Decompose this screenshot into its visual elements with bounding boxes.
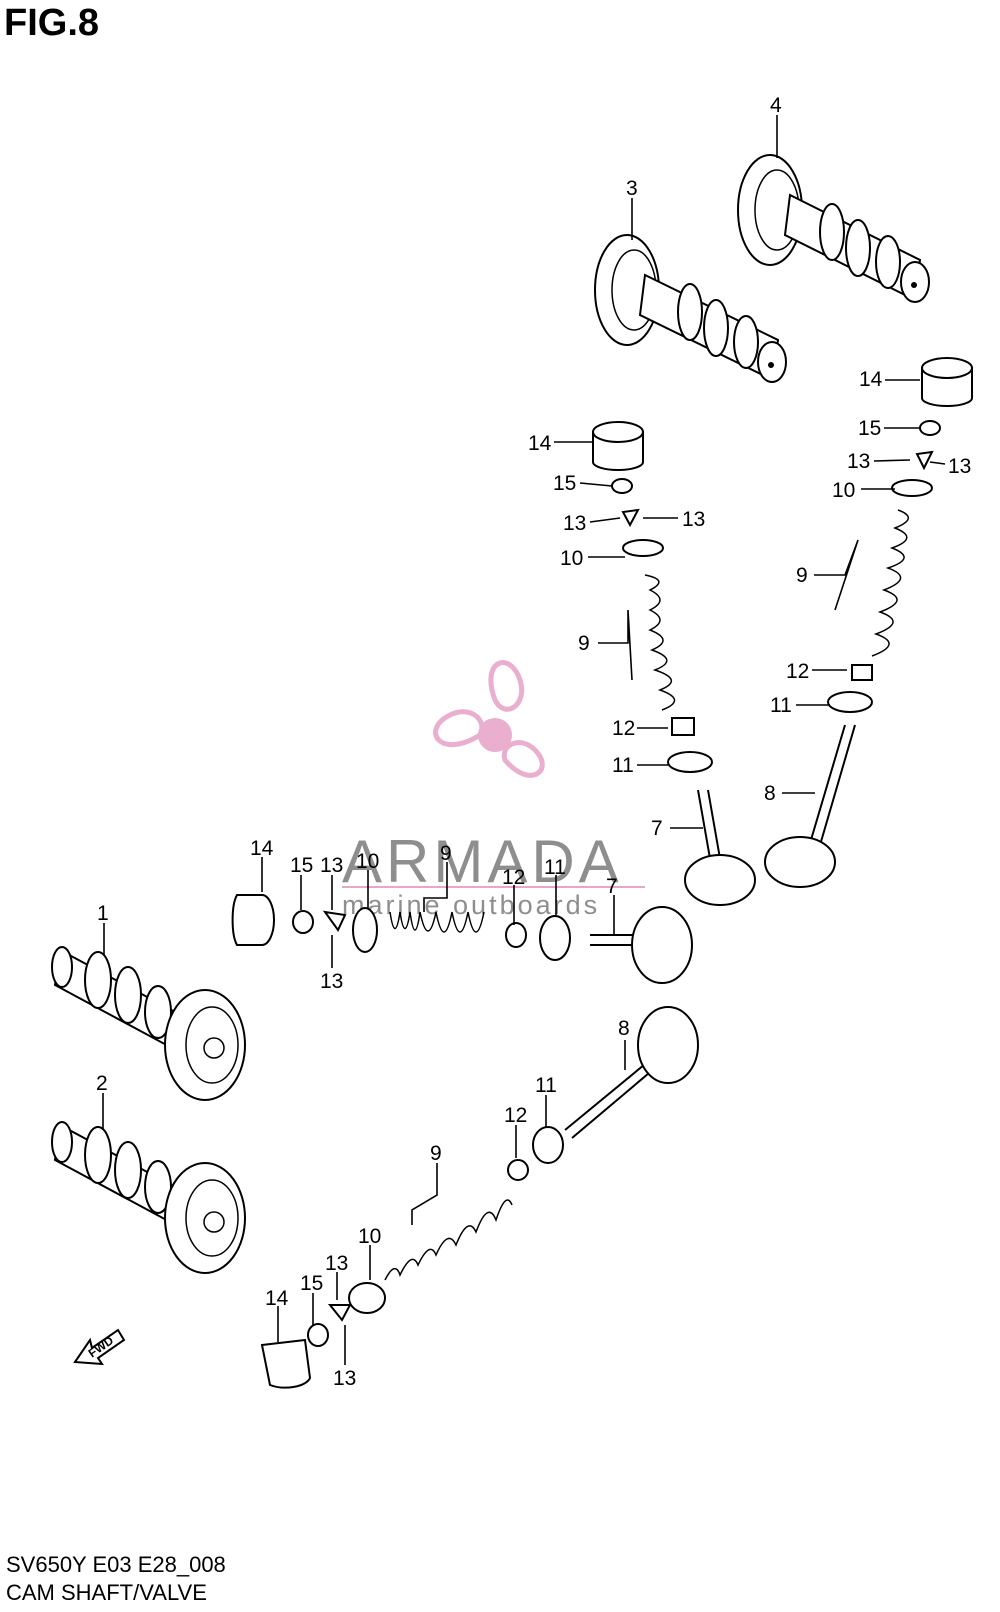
callout-retainer: 10 [358,1225,381,1248]
watermark-logo [433,660,545,778]
fwd-arrow-icon: FWD [73,1328,126,1366]
callout-retainer: 10 [560,547,583,570]
callout-spring: 9 [440,842,452,865]
watermark-hub-icon [478,718,512,752]
camshaft-2 [51,1121,246,1274]
callout-cotter: 13 [847,450,870,473]
callout-cotter: 13 [682,508,705,531]
callout-cotter: 13 [563,512,586,535]
callout-spring-seat: 11 [544,856,566,879]
callout-stem-seal: 12 [786,660,809,683]
callout-spring: 9 [796,564,808,587]
valve-set-right [764,357,973,888]
diagram-name: CAM SHAFT/VALVE [6,1580,207,1605]
callout-spring: 9 [578,632,590,655]
callout-intake-valve: 7 [651,817,663,840]
callout-camshaft-1: 1 [97,902,109,925]
callout-spring-seat: 11 [770,694,792,717]
callout-stem-seal: 12 [502,866,525,889]
camshaft-3 [594,234,787,383]
callout-cotter: 13 [320,970,343,993]
watermark-tagline: marine outboards [342,890,600,920]
figure-title: FIG.8 [4,2,100,44]
callout-retainer: 10 [356,850,379,873]
callout-shim: 15 [858,417,881,440]
callout-retainer: 10 [832,479,855,502]
valve-set-horizontal [231,894,693,984]
diagram-code: SV650Y E03 E28_008 [6,1552,226,1577]
camshaft-1 [51,946,246,1101]
camshaft-4 [737,154,930,303]
callout-shim: 15 [553,472,576,495]
callout-labels: 4 3 1 2 14 15 13 13 10 9 12 11 7 14 15 1… [96,94,971,1390]
callout-cotter: 13 [948,455,971,478]
callout-exhaust-valve: 8 [764,782,776,805]
watermark-brand: ARMADA [342,828,623,895]
callout-cotter: 13 [325,1252,348,1275]
callout-shim: 15 [290,854,313,877]
callout-exhaust-valve: 8 [618,1017,630,1040]
callout-shim: 15 [300,1272,323,1295]
callout-camshaft-3: 3 [626,177,638,200]
callout-cotter: 13 [320,854,343,877]
callout-spring-seat: 11 [535,1074,557,1097]
callout-camshaft-4: 4 [770,94,782,117]
callout-tappet: 14 [250,837,274,860]
callout-tappet: 14 [265,1287,289,1310]
callout-tappet: 14 [528,432,552,455]
callout-spring: 9 [430,1142,442,1165]
valve-set-lower [260,1006,699,1389]
callout-intake-valve: 7 [606,875,618,898]
callout-stem-seal: 12 [612,717,635,740]
valve-set-middle [592,421,756,906]
callout-cotter: 13 [333,1367,356,1390]
callout-camshaft-2: 2 [96,1072,108,1095]
callout-stem-seal: 12 [504,1104,527,1127]
callout-tappet: 14 [859,368,883,391]
leader-lines [102,115,946,1365]
callout-spring-seat: 11 [612,754,634,777]
